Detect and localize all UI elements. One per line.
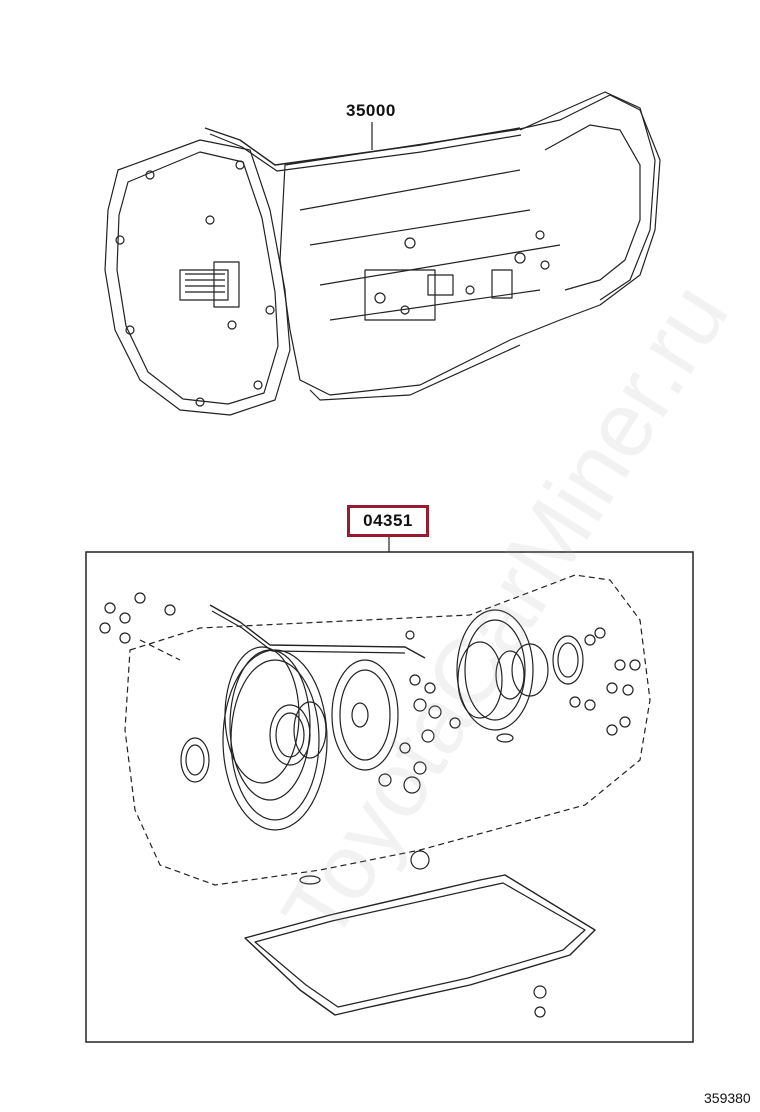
part-label-04351[interactable]: 04351 <box>363 511 413 530</box>
part-label-35000[interactable]: 35000 <box>346 101 396 120</box>
gasket-kit-icon[interactable] <box>99 574 651 1018</box>
diagram-id: 359380 <box>704 1090 751 1106</box>
highlight-box <box>347 505 429 537</box>
kit-frame <box>85 551 694 1043</box>
transmission-assembly-icon[interactable] <box>104 91 661 416</box>
